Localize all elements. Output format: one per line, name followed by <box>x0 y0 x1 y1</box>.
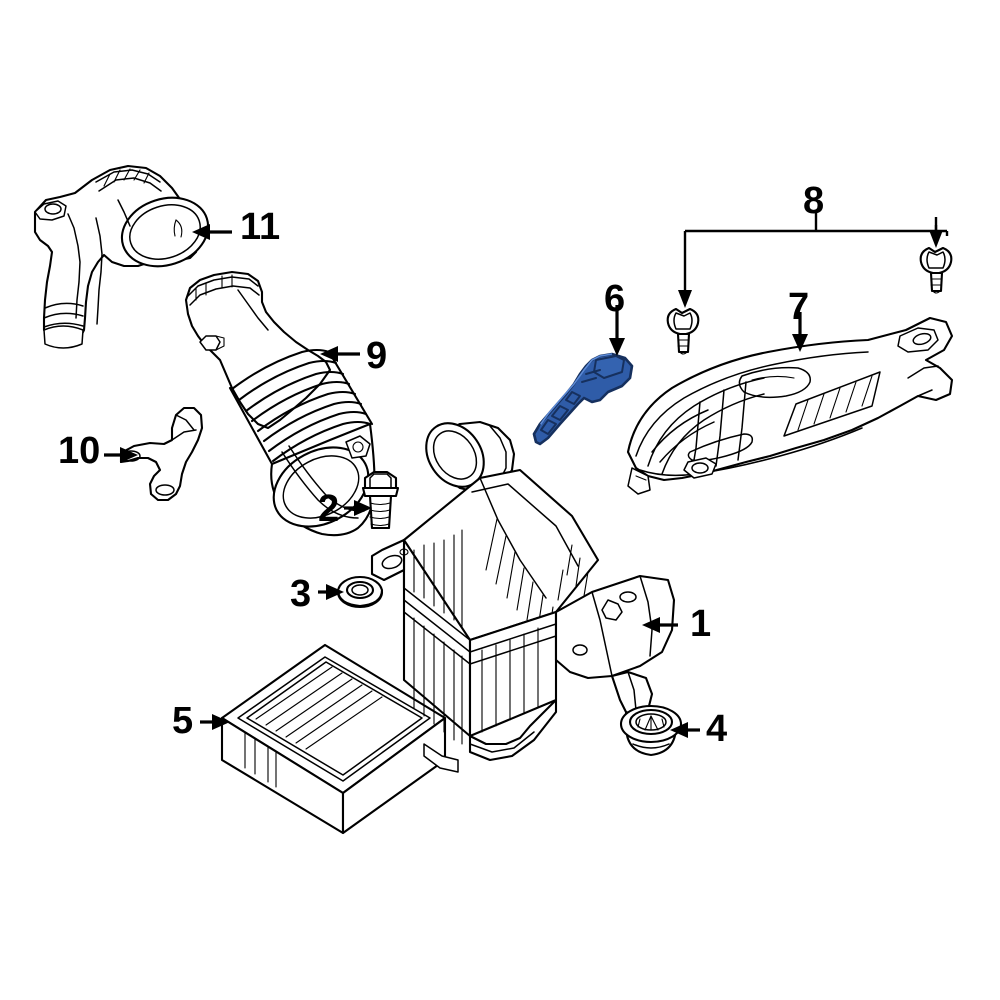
callout-label-11: 11 <box>240 206 281 248</box>
callout-label-7: 7 <box>788 286 810 328</box>
callout-label-9: 9 <box>366 335 388 377</box>
part-7-resonator-cover[interactable] <box>626 316 954 495</box>
leader-8 <box>678 212 949 308</box>
leader-10 <box>104 447 138 463</box>
leader-6 <box>609 305 625 356</box>
part-8-push-pin-clip-left[interactable] <box>666 307 700 355</box>
callout-label-5: 5 <box>172 700 194 742</box>
part-8-push-pin-clip-right[interactable] <box>919 246 953 294</box>
part-11-air-inlet-duct[interactable] <box>33 164 217 349</box>
callout-label-4: 4 <box>706 708 728 750</box>
part-9-air-intake-hose[interactable] <box>184 270 382 542</box>
leader-11 <box>192 224 232 240</box>
part-1-air-cleaner-housing[interactable] <box>370 412 676 773</box>
callout-label-3: 3 <box>290 573 312 615</box>
callout-label-6: 6 <box>604 278 626 320</box>
leader-7 <box>792 312 808 352</box>
callout-label-1: 1 <box>690 603 712 645</box>
leader-3 <box>318 584 344 600</box>
part-3-washer-grommet[interactable] <box>336 575 384 609</box>
part-10-support-bracket[interactable] <box>119 406 204 502</box>
leader-5 <box>200 714 230 730</box>
part-6-mass-air-flow-sensor[interactable] <box>532 352 634 446</box>
leader-1 <box>642 617 678 633</box>
part-2-flange-bolt[interactable] <box>361 470 400 530</box>
leader-4 <box>670 722 700 738</box>
callout-label-2: 2 <box>318 488 340 530</box>
leader-8-right-drop <box>929 230 943 248</box>
callout-label-10: 10 <box>58 430 101 472</box>
part-4-mounting-grommet[interactable] <box>619 704 683 757</box>
leader-2 <box>344 500 372 516</box>
part-5-air-filter-element[interactable] <box>220 643 447 835</box>
leader-9 <box>320 346 360 362</box>
callout-label-8: 8 <box>803 180 825 222</box>
